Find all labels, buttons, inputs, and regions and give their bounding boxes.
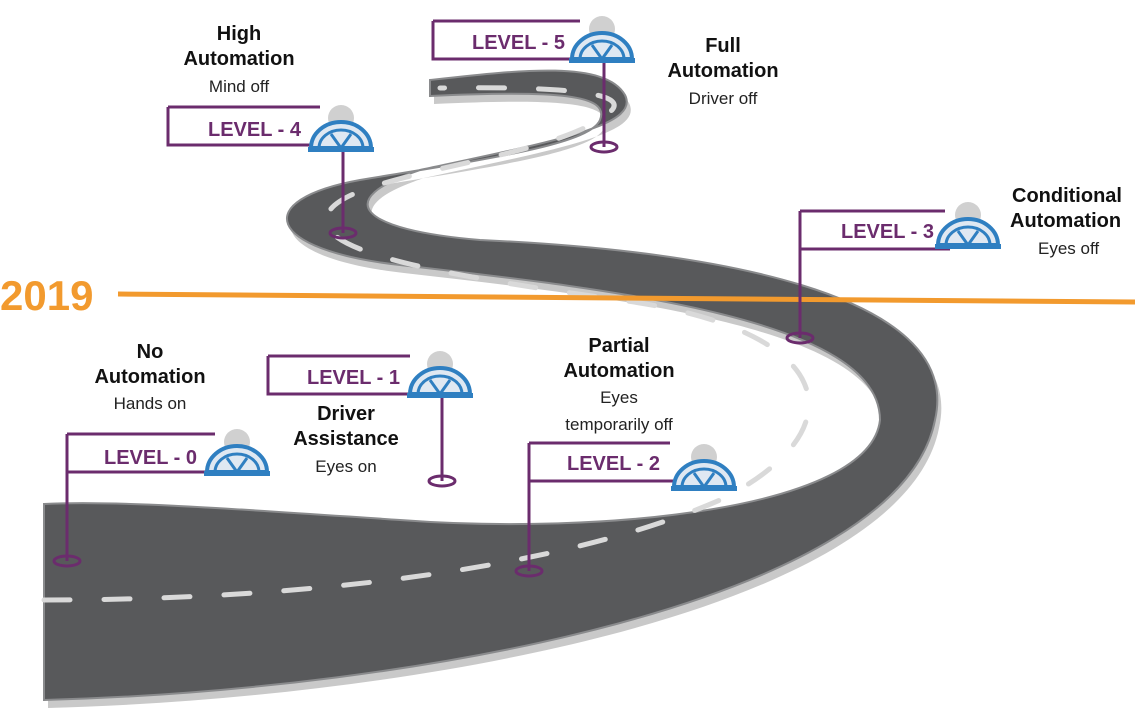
level-sub-line1: Hands on bbox=[114, 394, 187, 413]
level-title-line2: Automation bbox=[667, 60, 778, 82]
year-line bbox=[117, 291, 1135, 305]
level-title-line2: Assistance bbox=[293, 428, 399, 450]
level-title-line2: Automation bbox=[183, 48, 294, 70]
level-label: LEVEL - 4 bbox=[208, 119, 302, 141]
year-marker: 2019 bbox=[0, 272, 1135, 319]
level-2-marker: LEVEL - 2 Partial Automation Eyes tempor… bbox=[514, 335, 739, 578]
driver-wheel-icon bbox=[202, 427, 272, 478]
level-label: LEVEL - 5 bbox=[472, 32, 565, 54]
level-3-marker: LEVEL - 3 Conditional Automation Eyes of… bbox=[785, 185, 1122, 345]
flag-outline bbox=[529, 441, 680, 483]
level-title-line2: Automation bbox=[94, 366, 205, 388]
level-sub-line1: Driver off bbox=[689, 89, 758, 108]
level-label: LEVEL - 2 bbox=[567, 453, 660, 475]
road-surface bbox=[43, 69, 939, 702]
level-sub-line2: temporarily off bbox=[565, 415, 673, 434]
flag-outline bbox=[800, 209, 950, 251]
level-label: LEVEL - 1 bbox=[307, 367, 400, 389]
driver-wheel-icon bbox=[405, 349, 475, 400]
level-sub-line1: Eyes bbox=[600, 388, 638, 407]
level-title-line1: No bbox=[137, 341, 164, 363]
level-4-marker: LEVEL - 4 High Automation Mind off bbox=[166, 23, 376, 240]
level-sub-line1: Mind off bbox=[209, 77, 269, 96]
driver-wheel-icon bbox=[933, 200, 1003, 251]
level-label: LEVEL - 3 bbox=[841, 221, 934, 243]
driver-wheel-icon bbox=[306, 103, 376, 154]
level-title-line1: Partial bbox=[588, 335, 649, 357]
level-title-line1: Conditional bbox=[1012, 185, 1122, 207]
driver-wheel-icon bbox=[669, 442, 739, 493]
flag-outline bbox=[67, 432, 215, 474]
year-label: 2019 bbox=[0, 272, 93, 319]
level-title-line1: High bbox=[217, 23, 261, 45]
level-title-line2: Automation bbox=[563, 360, 674, 382]
driver-wheel-icon bbox=[567, 14, 637, 65]
flag-outline bbox=[431, 19, 604, 61]
level-1-marker: LEVEL - 1 Driver Assistance Eyes on bbox=[266, 349, 475, 488]
level-title-line1: Driver bbox=[317, 403, 375, 425]
level-title-line1: Full bbox=[705, 35, 741, 57]
flag-outline bbox=[266, 354, 442, 396]
level-sub-line1: Eyes on bbox=[315, 457, 376, 476]
level-sub-line1: Eyes off bbox=[1038, 239, 1099, 258]
flag-outline bbox=[166, 105, 343, 147]
level-title-line2: Automation bbox=[1010, 210, 1121, 232]
road-center-dashes bbox=[41, 85, 812, 603]
level-label: LEVEL - 0 bbox=[104, 447, 197, 469]
road bbox=[41, 69, 942, 709]
level-0-marker: LEVEL - 0 No Automation Hands on bbox=[52, 341, 272, 568]
level-5-marker: LEVEL - 5 Full Automation Driver off bbox=[431, 14, 779, 154]
